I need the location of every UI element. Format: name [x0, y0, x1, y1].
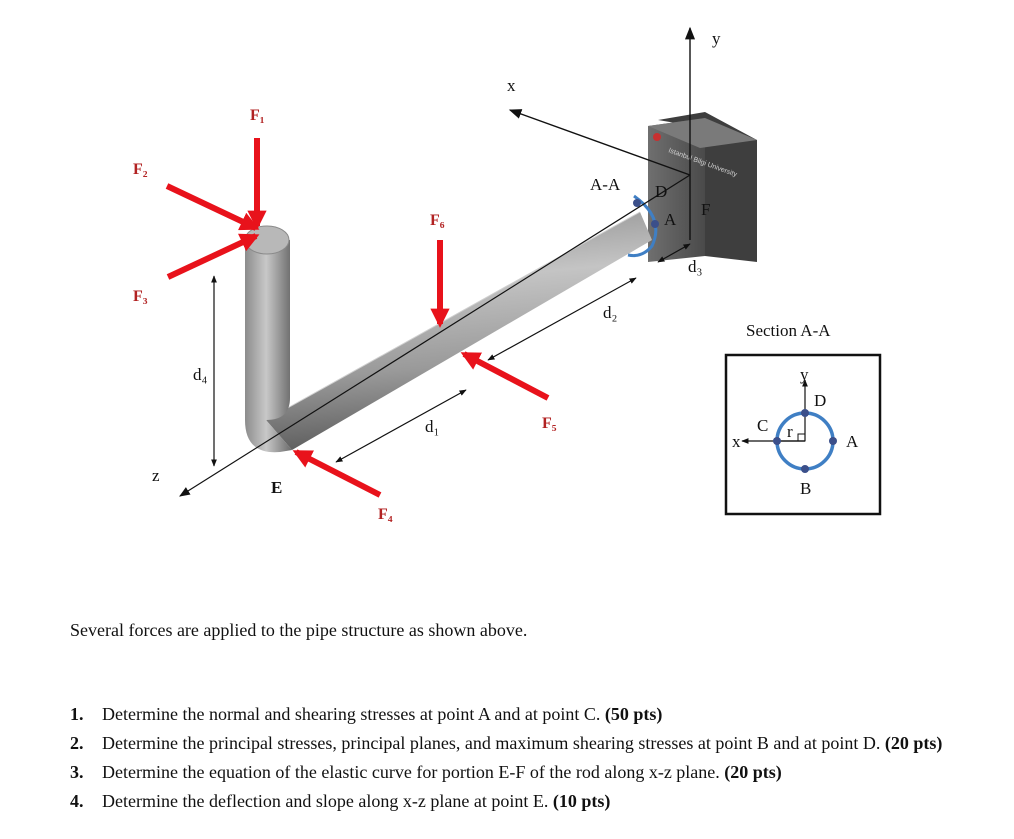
question-points: (20 pts): [724, 762, 782, 782]
section-x-label: x: [732, 432, 741, 451]
question-points: (50 pts): [604, 704, 663, 724]
dim-d2-label: d₂: [603, 303, 617, 322]
section-point-b: B: [800, 479, 811, 498]
section-point-c: C: [757, 416, 768, 435]
point-f-label: F: [701, 200, 710, 219]
intro-text: Several forces are applied to the pipe s…: [70, 620, 528, 640]
pipe-structure-figure: Istanbul Bilgi University A-A D A F y x …: [133, 26, 882, 523]
section-view-title: Section A-A: [746, 321, 831, 340]
force-f6-label: F₆: [430, 212, 445, 229]
section-y-label: y: [800, 365, 809, 384]
question-text: Determine the deflection and slope along…: [102, 791, 553, 811]
section-point-a: A: [846, 432, 859, 451]
force-f3-label: F₃: [133, 288, 148, 305]
question-number: 4.: [70, 791, 84, 811]
question-item: 2. Determine the principal stresses, prin…: [70, 729, 990, 758]
dim-d4-label: d₄: [193, 365, 208, 384]
question-number: 1.: [70, 704, 84, 724]
fixed-wall: Istanbul Bilgi University: [648, 112, 757, 262]
question-text: Determine the equation of the elastic cu…: [102, 762, 725, 782]
point-a-label: A: [664, 210, 677, 229]
dim-d3-label: d₃: [688, 257, 703, 276]
question-item: 1. Determine the normal and shearing stre…: [70, 700, 990, 729]
point-e-label: E: [271, 478, 282, 497]
point-d-label: D: [655, 182, 667, 201]
section-view: Section A-A y x r D C A B: [724, 321, 882, 516]
dim-d1-label: d₁: [425, 417, 439, 436]
section-cut-label: A-A: [590, 175, 621, 194]
horizontal-pipe: [265, 211, 652, 450]
force-f1-label: F₁: [250, 107, 265, 124]
question-number: 3.: [70, 762, 84, 782]
force-f5-label: F₅: [542, 415, 557, 432]
x-axis-label: x: [507, 76, 516, 95]
force-f4-label: F₄: [378, 506, 393, 523]
y-axis-label: y: [712, 29, 721, 48]
section-cut-marker: A-A D A F: [590, 175, 710, 258]
question-list: 1. Determine the normal and shearing stre…: [70, 700, 990, 816]
question-text: Determine the principal stresses, princi…: [102, 733, 885, 753]
question-item: 4. Determine the deflection and slope alo…: [70, 787, 990, 816]
applied-forces: F₁ F₂ F₃ F₄ F₅ F₆: [133, 107, 557, 523]
force-f2-arrow: [165, 183, 260, 231]
force-f4-arrow: [292, 449, 382, 498]
question-item: 3. Determine the equation of the elastic …: [70, 758, 990, 787]
z-axis-label: z: [152, 466, 160, 485]
force-f3-arrow: [166, 233, 260, 280]
question-points: (20 pts): [884, 733, 943, 753]
dimension-lines: d₄ d₁ d₂ d₃: [193, 243, 703, 467]
section-point-d: D: [814, 391, 826, 410]
section-r-label: r: [787, 422, 793, 441]
force-f5-arrow: [460, 351, 550, 401]
global-axes: y x z E: [152, 26, 721, 497]
question-number: 2.: [70, 733, 84, 753]
force-f2-label: F₂: [133, 161, 148, 178]
question-text: Determine the normal and shearing stress…: [102, 704, 605, 724]
question-points: (10 pts): [552, 791, 611, 811]
